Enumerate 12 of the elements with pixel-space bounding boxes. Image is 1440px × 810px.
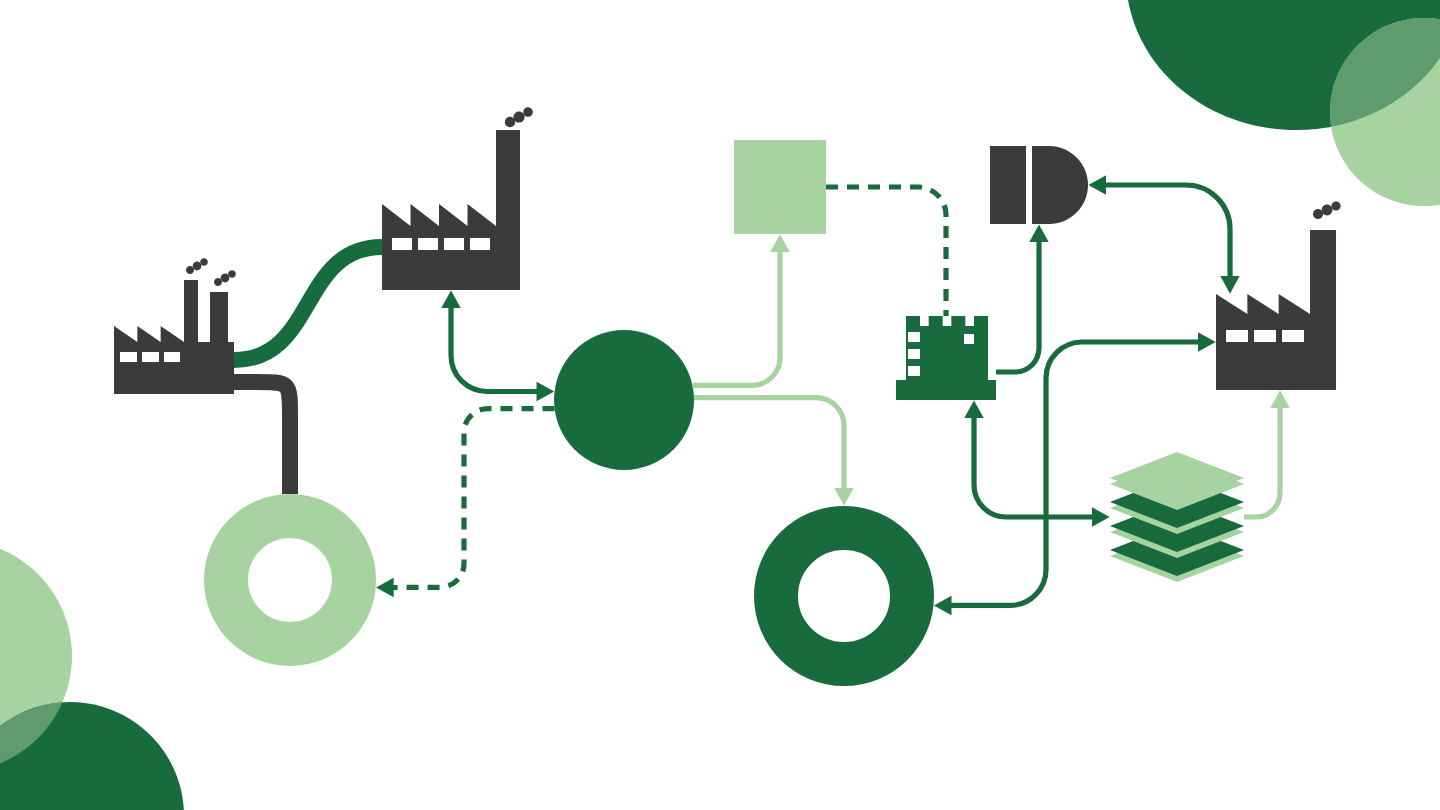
square <box>734 140 826 234</box>
layer-stack-icon <box>1110 452 1244 582</box>
factory-icon <box>114 258 236 394</box>
ring <box>754 506 934 686</box>
filled-circle <box>554 330 694 470</box>
factory-icon <box>1216 201 1341 390</box>
d-shape-icon <box>990 146 1088 224</box>
dashed-line <box>826 184 949 316</box>
factory-icon <box>382 107 533 290</box>
building-icon <box>896 316 996 400</box>
ring <box>204 494 376 666</box>
connector-line <box>234 374 298 494</box>
